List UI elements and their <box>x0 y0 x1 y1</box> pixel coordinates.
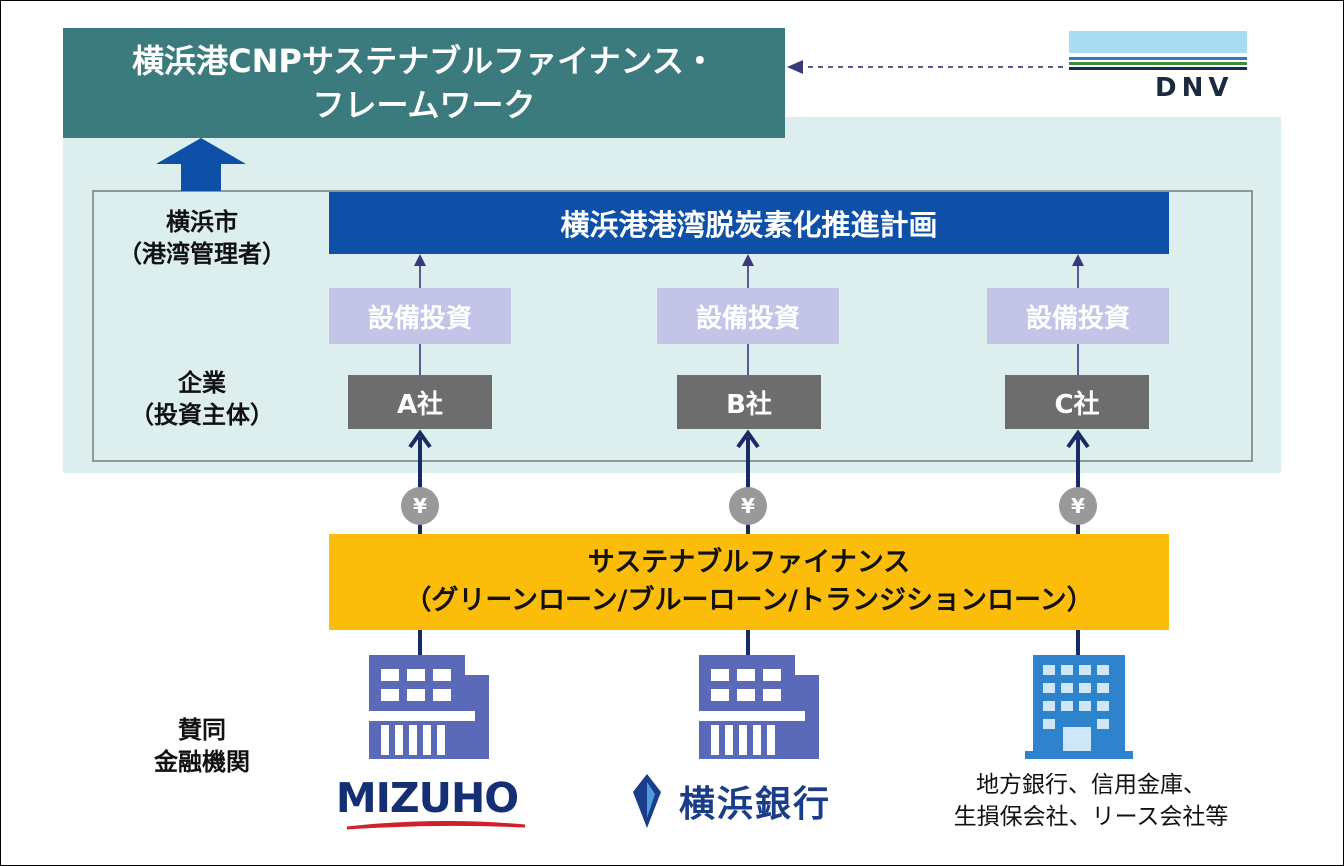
finance-company-arrow-b <box>736 429 760 449</box>
companies-label: 企業 （投資主体） <box>97 367 307 431</box>
framework-title-line2: フレームワーク <box>312 86 536 124</box>
invest-plan-arrow-b <box>742 254 754 266</box>
dnv-wordmark: DNV <box>1155 73 1234 103</box>
finance-line1: サステナブルファイナンス <box>587 547 911 578</box>
city-label-line2: （港湾管理者） <box>118 240 286 268</box>
office-building-icon <box>1025 655 1133 759</box>
other-institutions-text: 地方銀行、信用金庫、 生損保会社、リース会社等 <box>921 769 1261 833</box>
framework-title-line1: 横浜港CNPサステナブルファイナンス・ <box>132 42 716 80</box>
mizuho-logo: MIZUHO <box>327 774 527 834</box>
bank-building-icon-b <box>689 655 819 759</box>
dnv-stripe-dark <box>1069 67 1247 70</box>
city-company-frame <box>92 190 1253 462</box>
company-box-c: C社 <box>1005 375 1149 429</box>
finance-company-arrow-a <box>408 429 432 449</box>
other-institutions-line1: 地方銀行、信用金庫、 <box>976 772 1206 798</box>
invest-plan-arrow-c <box>1072 254 1084 266</box>
city-label: 横浜市 （港湾管理者） <box>97 206 307 270</box>
dnv-logo: DNV <box>1069 31 1247 103</box>
mizuho-wordmark: MIZUHO <box>335 774 519 822</box>
yen-icon-b: ¥ <box>729 487 767 525</box>
company-box-b: B社 <box>677 375 821 429</box>
finance-company-arrow-c <box>1066 429 1090 449</box>
companies-label-line1: 企業 <box>178 369 226 397</box>
investment-box-b: 設備投資 <box>657 288 839 344</box>
invest-plan-arrow-a <box>414 254 426 266</box>
framework-box: 横浜港CNPサステナブルファイナンス・ フレームワーク <box>63 28 785 138</box>
framework-up-arrow <box>156 138 246 191</box>
mizuho-swoosh <box>346 820 526 830</box>
yen-icon-a: ¥ <box>401 487 439 525</box>
dnv-arrow-head <box>787 60 803 74</box>
dnv-stripe-green <box>1069 62 1247 65</box>
finance-line2: （グリーンローン/ブルーローン/トランジションローン） <box>404 585 1094 616</box>
investment-box-c: 設備投資 <box>987 288 1169 344</box>
finance-box: サステナブルファイナンス （グリーンローン/ブルーローン/トランジションローン） <box>329 534 1169 630</box>
investment-box-a: 設備投資 <box>329 288 511 344</box>
banks-label: 賛同 金融機関 <box>97 714 307 778</box>
bank-building-icon-a <box>359 655 489 759</box>
dnv-stripe-blue <box>1069 57 1247 60</box>
banks-label-line1: 賛同 <box>178 716 226 744</box>
companies-label-line2: （投資主体） <box>130 401 274 429</box>
company-box-a: A社 <box>348 375 492 429</box>
banks-label-line2: 金融機関 <box>154 748 250 776</box>
dnv-stripe-light <box>1069 31 1247 53</box>
city-label-line1: 横浜市 <box>166 208 238 236</box>
yokohama-crest-icon <box>633 774 661 828</box>
yokohama-wordmark: 横浜銀行 <box>679 784 832 825</box>
plan-bar: 横浜港港湾脱炭素化推進計画 <box>329 192 1169 254</box>
yokohama-logo: 横浜銀行 <box>629 773 869 829</box>
other-institutions-line2: 生損保会社、リース会社等 <box>953 804 1229 830</box>
yen-icon-c: ¥ <box>1059 487 1097 525</box>
